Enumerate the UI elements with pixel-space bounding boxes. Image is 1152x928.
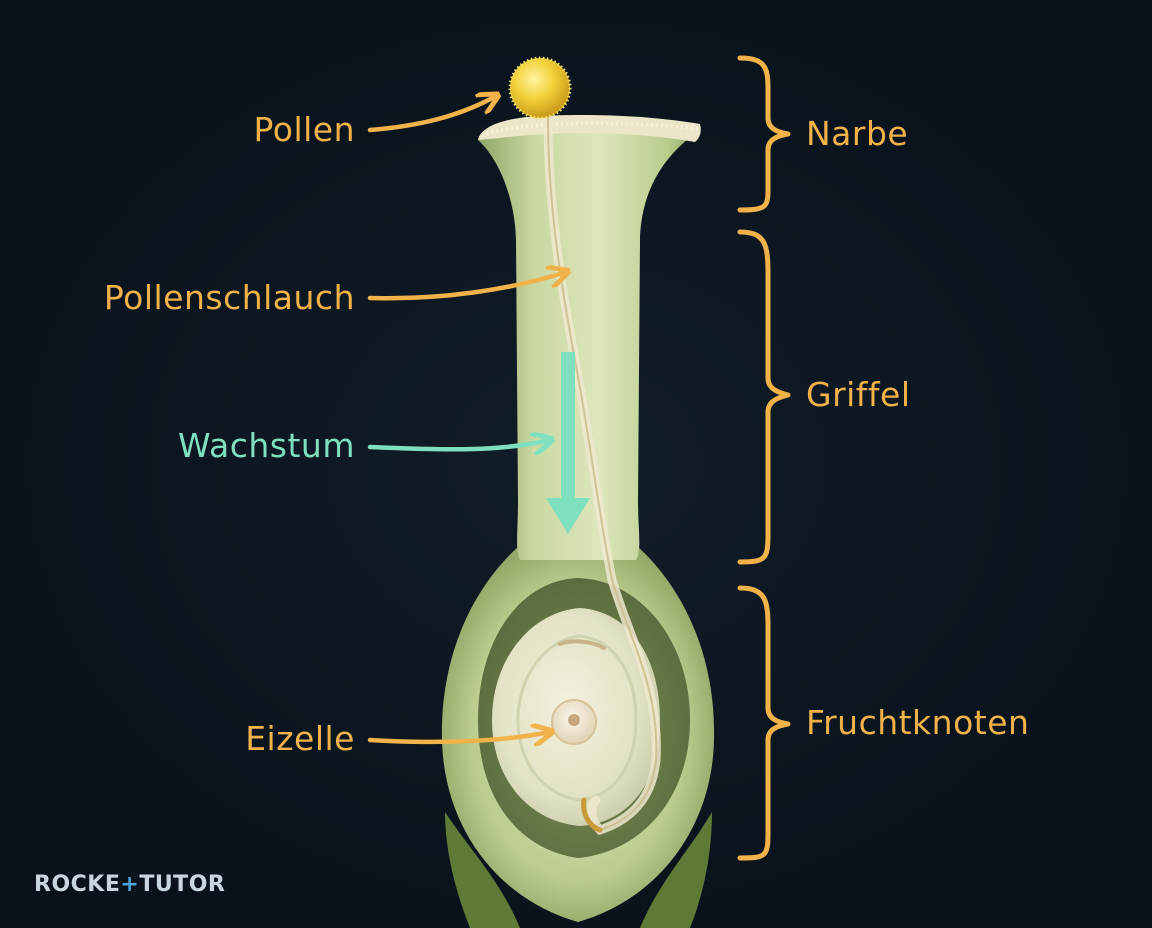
growth-arrow: [546, 352, 590, 534]
logo-part-rocket: ROCKE: [34, 872, 121, 897]
pointer-pollenschlauch: [367, 272, 566, 301]
pollen-grain: [510, 58, 570, 118]
label-pollen: Pollen: [253, 110, 355, 149]
sepal-left: [445, 812, 520, 928]
pointer-eizelle: [367, 732, 550, 742]
label-fruchtknoten: Fruchtknoten: [806, 703, 1030, 742]
label-pollenschlauch: Pollenschlauch: [103, 278, 355, 317]
pointer-pollen: [367, 96, 496, 133]
brace-fruchtknoten: [737, 585, 791, 861]
rocket-tutor-logo: ROCKE+TUTOR: [34, 872, 225, 897]
label-eizelle: Eizelle: [245, 719, 355, 758]
label-griffel: Griffel: [806, 375, 911, 414]
brace-narbe: [737, 55, 791, 213]
logo-part-tutor: TUTOR: [139, 872, 226, 897]
logo-plus: +: [120, 872, 140, 897]
style-tube: [478, 118, 700, 560]
stigma-rim: [478, 114, 701, 142]
pointer-wachstum: [367, 440, 550, 449]
brace-griffel: [737, 229, 791, 565]
label-narbe: Narbe: [806, 114, 909, 153]
label-wachstum: Wachstum: [178, 426, 355, 465]
sepal-right: [640, 812, 712, 928]
